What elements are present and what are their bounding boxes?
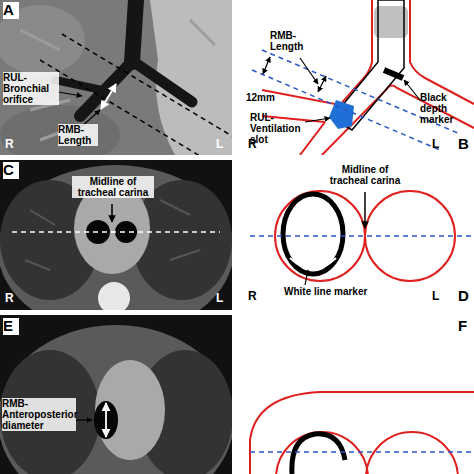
right-bronchus-outline [276, 432, 368, 474]
leader-arrow [305, 118, 330, 122]
leader-arrow [300, 58, 318, 84]
panel-letter: A [3, 2, 19, 19]
ct-panel-c [0, 160, 234, 335]
carina-wall [322, 85, 474, 155]
annotation-label: L [216, 292, 228, 305]
trachea [132, 0, 136, 62]
tube-cross-section [283, 194, 343, 274]
annotation-label: RMB-Length [270, 30, 314, 52]
schematic-panel-d [242, 160, 474, 310]
dimension-arrow [263, 57, 270, 74]
diameter-arrow [105, 403, 107, 437]
dashed-line [62, 34, 232, 136]
annotation-label: L [432, 290, 444, 303]
ct-panel-e [0, 315, 234, 474]
panel-background [242, 160, 474, 310]
annotation-label: Black depth marker [420, 92, 470, 125]
annotation-label: RMB-Length [58, 124, 98, 146]
annotation-label: L [432, 138, 444, 151]
vessel [25, 200, 200, 270]
panel-letter: F [458, 318, 474, 335]
annotation-label: L [216, 138, 228, 151]
ventilation-slot [329, 100, 354, 129]
annotation-label: Midline of tracheal carina [72, 176, 154, 198]
mediastinum [95, 360, 165, 460]
panel-letter: B [458, 136, 474, 153]
leader-arrow [404, 80, 420, 100]
panel-background [242, 0, 474, 155]
white-line-marker [290, 258, 336, 269]
annotation-label: Midline of tracheal carina [322, 164, 408, 186]
leader-arrow [75, 419, 92, 420]
depth-marker [384, 70, 403, 78]
airway-outline [250, 392, 474, 474]
annotation-label: 12mm [246, 92, 280, 103]
tube-cross-section [292, 434, 345, 474]
midline-dashed [250, 451, 474, 453]
panel-letter: D [458, 288, 474, 305]
leader-arrow [58, 92, 82, 96]
annotation-label: RUL-Ventilation slot [250, 112, 308, 145]
annotation-label: RUL-Bronchial orifice [3, 72, 59, 105]
annotation-label: R [5, 138, 17, 151]
chest-body [0, 325, 234, 474]
length-arrow [101, 84, 116, 109]
annotation-label: White line marker [284, 286, 394, 297]
tube-cuff [374, 6, 408, 38]
panel-letter: C [3, 162, 19, 179]
ct-panel-a [0, 0, 232, 165]
rul-bronchus [55, 80, 102, 90]
lung-texture [0, 105, 120, 165]
annotation-label: RMB-Anteroposterior diameter [2, 398, 76, 431]
schematic-panel-f [242, 315, 474, 474]
annotation-label: R [248, 138, 260, 151]
panel-letter: E [3, 318, 19, 335]
annotation-label: R [248, 290, 260, 303]
leader-arrow [111, 204, 113, 222]
midline-dashed [250, 235, 474, 237]
dashed-line [252, 70, 440, 150]
airway-wall [410, 0, 474, 104]
annotation-label: R [5, 292, 17, 305]
spine [98, 282, 130, 314]
right-main-bronchus [94, 401, 118, 439]
left-bronchus-outline [366, 432, 458, 474]
schematic-panel-b [242, 0, 474, 155]
chest-body [0, 165, 234, 335]
midline-dashed [12, 231, 220, 233]
dashed-line [40, 60, 215, 165]
right-lung [0, 350, 100, 474]
leader-arrow [364, 192, 366, 228]
leader-arrow [305, 270, 308, 285]
length-arrow [318, 76, 326, 92]
